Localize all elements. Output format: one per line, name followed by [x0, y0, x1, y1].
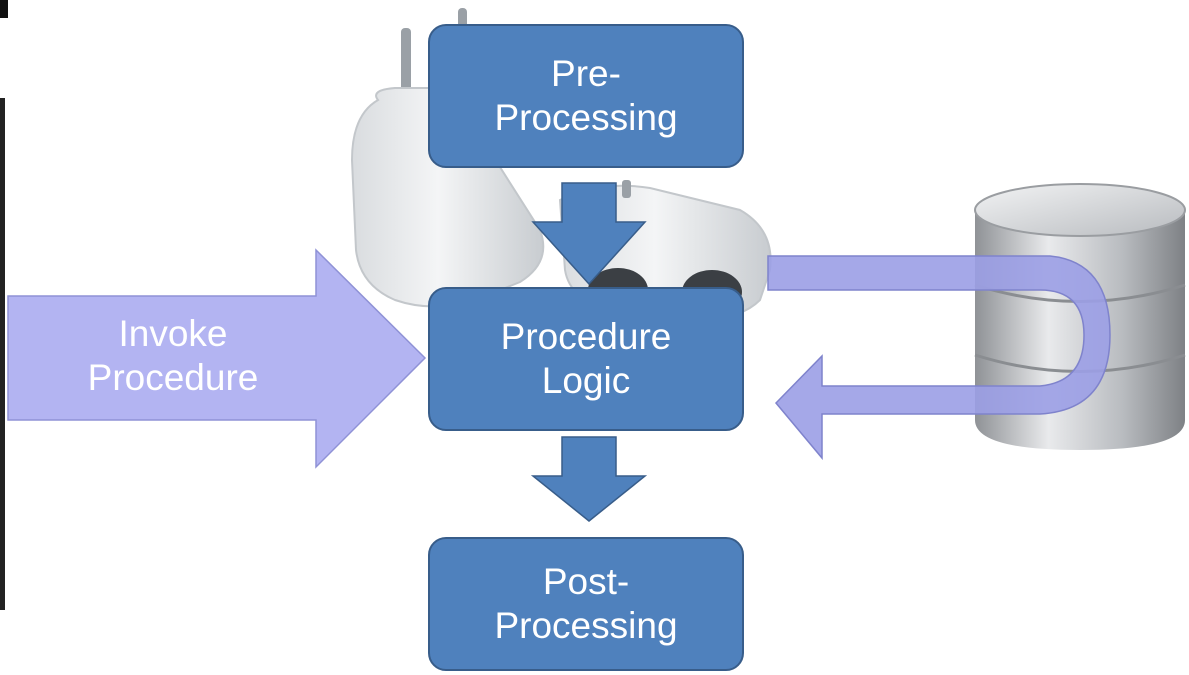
loop-arrow: [767, 255, 1111, 461]
corner-mark: [0, 0, 8, 18]
post-processing-line2: Processing: [494, 605, 678, 646]
invoke-label-line2: Procedure: [87, 357, 259, 398]
invoke-procedure-label: Invoke Procedure: [38, 312, 308, 400]
pre-processing-box: Pre- Processing: [428, 24, 744, 168]
procedure-logic-line1: Procedure: [500, 316, 672, 357]
arrow-down-pre-to-logic: [531, 182, 647, 286]
procedure-logic-box: Procedure Logic: [428, 287, 744, 431]
post-processing-line1: Post-: [542, 561, 630, 602]
invoke-label-line1: Invoke: [118, 313, 228, 354]
pre-processing-line1: Pre-: [551, 53, 621, 94]
left-edge-line: [0, 98, 5, 610]
pre-processing-line2: Processing: [494, 97, 678, 138]
procedure-logic-line2: Logic: [541, 360, 631, 401]
arrow-down-logic-to-post: [530, 436, 648, 522]
post-processing-box: Post- Processing: [428, 537, 744, 671]
invoke-arrow: [7, 248, 427, 469]
